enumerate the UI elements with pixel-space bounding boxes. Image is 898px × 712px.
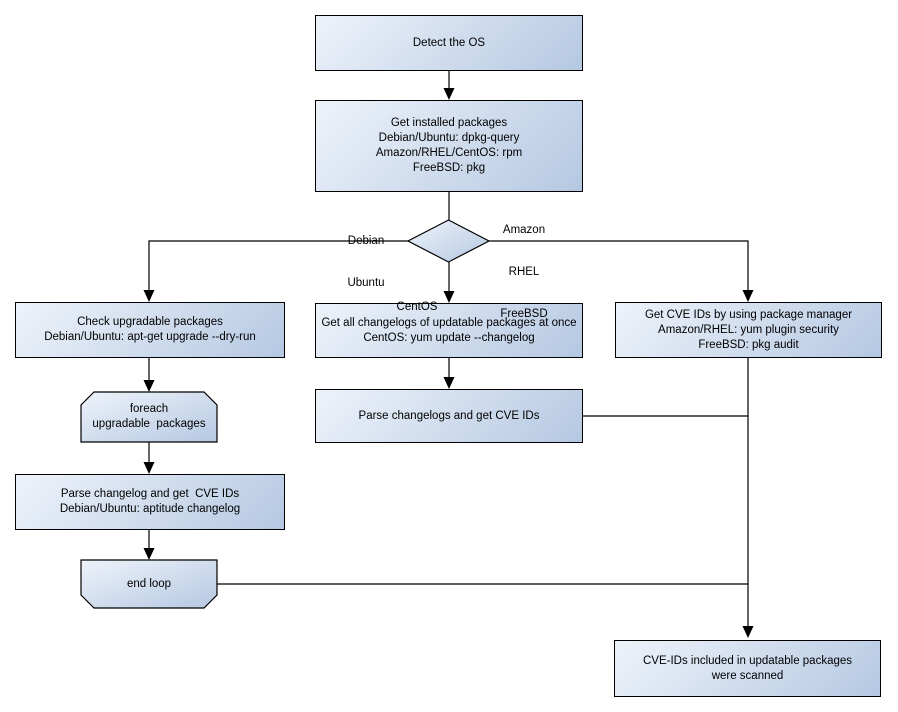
- node-line: Debian/Ubuntu: apt-get upgrade --dry-run: [44, 331, 256, 343]
- node-line: Get installed packages: [390, 117, 508, 129]
- node-line: Get all changelogs of updatable packages…: [321, 316, 577, 329]
- node-line: Detect the OS: [412, 36, 486, 49]
- node-line: upgradable packages: [92, 418, 206, 430]
- arrowhead: [143, 548, 155, 560]
- edge-label-amazon-rhel-freebsd: Amazon RHEL FreeBSD: [500, 224, 548, 320]
- node-parse-changelog: Parse changelog and get CVE IDs Debian/U…: [15, 474, 285, 530]
- arrowhead: [742, 626, 754, 638]
- node-get-cve-ids: Get CVE IDs by using package manager Ama…: [615, 302, 882, 358]
- node-get-all-changelogs: Get all changelogs of updatable packages…: [315, 303, 583, 358]
- node-line: CVE-IDs included in updatable packages: [642, 654, 853, 667]
- node-detect-os: Detect the OS: [315, 15, 583, 71]
- arrowhead: [143, 290, 155, 302]
- node-parse-changelogs: Parse changelogs and get CVE IDs: [315, 389, 583, 443]
- arrowhead: [443, 377, 455, 389]
- node-line: Debian/Ubuntu: aptitude changelog: [59, 503, 241, 515]
- node-line: Debian/Ubuntu: dpkg-query: [378, 132, 520, 144]
- node-line: end loop: [126, 577, 172, 590]
- node-line: CentOS: yum update --changelog: [363, 331, 535, 344]
- arrowhead: [443, 291, 455, 303]
- edge-decision-to-check: [148, 240, 408, 294]
- edge-label-debian-ubuntu: Debian Ubuntu: [347, 235, 385, 289]
- arrowhead: [443, 88, 455, 100]
- node-end-loop-label: end loop: [81, 560, 217, 608]
- connectors: [148, 71, 749, 630]
- node-line: foreach: [129, 403, 169, 415]
- arrowheads: [143, 88, 754, 638]
- end-loop-shape: [80, 559, 218, 609]
- node-get-installed-packages: Get installed packages Debian/Ubuntu: dp…: [315, 100, 583, 192]
- foreach-loop-shape: [80, 391, 218, 443]
- node-foreach-loop-label: foreach upgradable packages: [81, 392, 217, 442]
- node-line: Amazon/RHEL/CentOS: rpm: [375, 147, 523, 159]
- node-line: Get CVE IDs by using package manager: [644, 308, 853, 321]
- node-line: FreeBSD: pkg: [412, 162, 486, 174]
- node-cve-ids-scanned: CVE-IDs included in updatable packages w…: [614, 640, 881, 697]
- arrowhead: [742, 290, 754, 302]
- arrowhead: [143, 380, 155, 392]
- node-line: Check upgradable packages: [77, 316, 223, 328]
- edge-decision-to-getcve: [489, 240, 749, 294]
- node-line: FreeBSD: pkg audit: [698, 338, 799, 351]
- node-line: were scanned: [711, 669, 784, 682]
- node-line: Amazon/RHEL: yum plugin security: [658, 323, 839, 336]
- node-line: Parse changelog and get CVE IDs: [60, 488, 240, 500]
- os-decision-diamond: [406, 219, 491, 263]
- node-check-upgradable-packages: Check upgradable packages Debian/Ubuntu:…: [15, 302, 285, 358]
- arrowhead: [143, 462, 155, 474]
- edge-label-centos: CentOS: [396, 301, 438, 313]
- node-line: Parse changelogs and get CVE IDs: [358, 409, 540, 422]
